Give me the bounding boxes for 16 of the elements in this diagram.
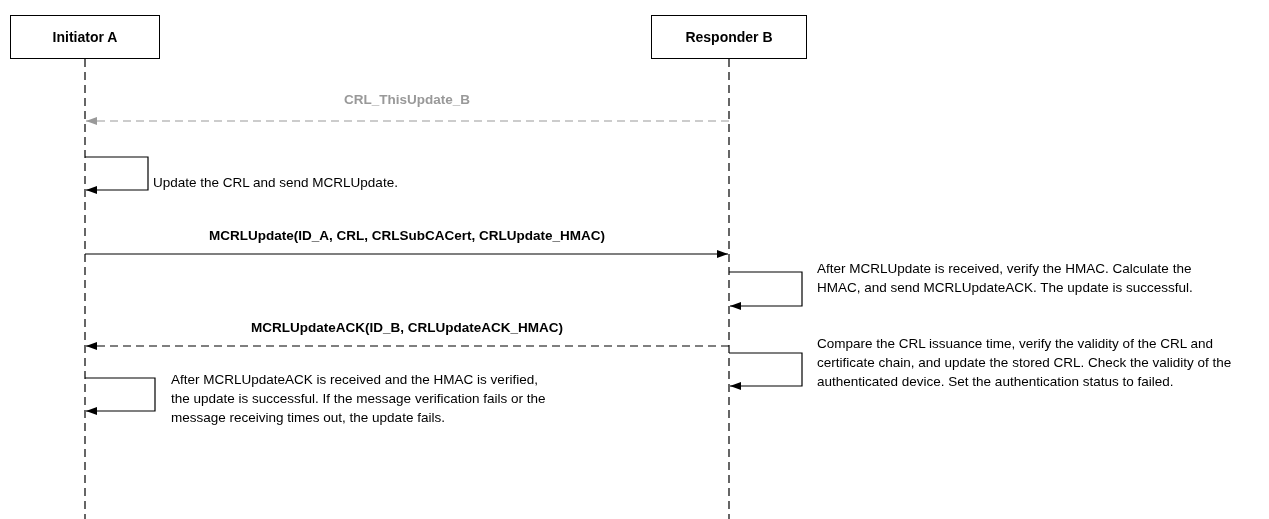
message-label: MCRLUpdateACK(ID_B, CRLUpdateACK_HMAC) — [250, 319, 564, 337]
message-arrow — [85, 342, 730, 350]
note-text: After MCRLUpdateACK is received and the HMAC is verified, the update is successful. If the message verification fails or the message receiving times out, the update fails. — [171, 371, 547, 427]
note-text: After MCRLUpdate is received, verify the HMAC. Calculate the HMAC, and send MCRLUpdateACK. The update is successful. — [817, 260, 1194, 297]
message-label: MCRLUpdate(ID_A, CRL, CRLSubCACert, CRLUpdate_HMAC) — [208, 227, 606, 245]
participant-box: Responder B — [651, 15, 807, 59]
note-text: Compare the CRL issuance time, verify the validity of the CRL and certificate chain, and update the stored CRL. Check the validity of the authenticated device. Set the authentication status to failed. — [817, 335, 1233, 391]
message-arrow — [84, 250, 729, 258]
self-message-arrow — [84, 156, 149, 194]
note-text: Update the CRL and send MCRLUpdate. — [153, 174, 399, 192]
self-message-arrow — [728, 352, 803, 390]
message-arrow — [85, 117, 730, 125]
message-label: CRL_ThisUpdate_B — [343, 91, 471, 109]
participant-box: Initiator A — [10, 15, 160, 59]
self-message-arrow — [84, 377, 156, 415]
self-message-arrow — [728, 271, 803, 310]
